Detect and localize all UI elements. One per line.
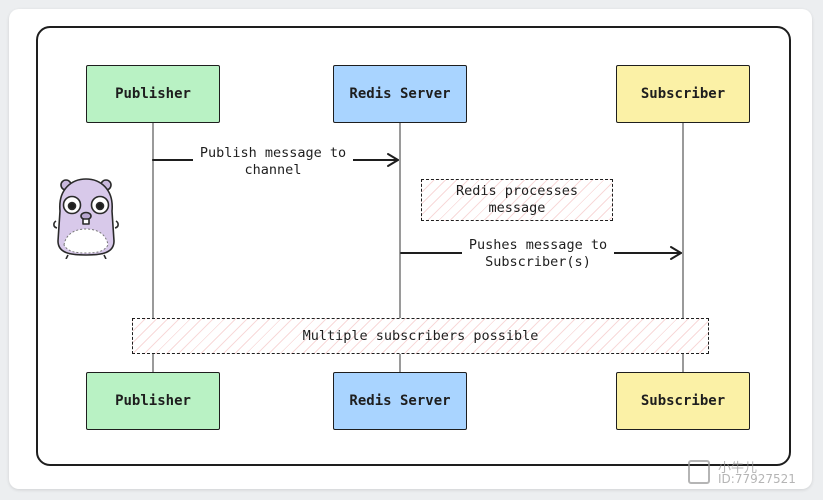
- subscriber-box-top: Subscriber: [616, 65, 750, 123]
- redis-label-top: Redis Server: [349, 86, 451, 102]
- redis-processes-note: Redis processes message: [421, 179, 613, 221]
- redis-label-bottom: Redis Server: [349, 393, 451, 409]
- push-arrow-head: [670, 246, 682, 260]
- watermark-logo-icon: [688, 460, 710, 484]
- subscriber-box-bottom: Subscriber: [616, 372, 750, 430]
- publish-message-label: Publish message to channel: [193, 145, 353, 179]
- subscriber-lifeline: [682, 122, 684, 372]
- push-message-label: Pushes message to Subscriber(s): [462, 237, 614, 271]
- publisher-label-top: Publisher: [115, 86, 191, 102]
- publish-arrow-head: [387, 153, 399, 167]
- publisher-box-bottom: Publisher: [86, 372, 220, 430]
- publisher-label-bottom: Publisher: [115, 393, 191, 409]
- gopher-icon: [53, 178, 119, 259]
- publish-label-line2: channel: [244, 162, 302, 178]
- redis-lifeline: [399, 122, 401, 372]
- redis-server-box-top: Redis Server: [333, 65, 467, 123]
- watermark-id: ID:77927521: [718, 472, 796, 486]
- publisher-lifeline: [152, 122, 154, 372]
- push-label-line1: Pushes message to: [468, 237, 608, 253]
- redis-note-line1: Redis processes: [456, 183, 578, 199]
- diagram-frame: [36, 26, 791, 466]
- multiple-subscribers-note: Multiple subscribers possible: [132, 318, 709, 354]
- watermark-name: 小牛儿: [718, 461, 758, 476]
- publisher-box-top: Publisher: [86, 65, 220, 123]
- subscriber-label-top: Subscriber: [640, 86, 726, 102]
- publish-label-line1: Publish message to: [199, 145, 347, 161]
- push-label-line2: Subscriber(s): [485, 254, 591, 270]
- multiple-note-text: Multiple subscribers possible: [302, 327, 539, 344]
- redis-note-line2: message: [488, 200, 546, 216]
- subscriber-label-bottom: Subscriber: [640, 393, 726, 409]
- redis-server-box-bottom: Redis Server: [333, 372, 467, 430]
- watermark: 小牛儿 ID:77927521: [688, 456, 818, 490]
